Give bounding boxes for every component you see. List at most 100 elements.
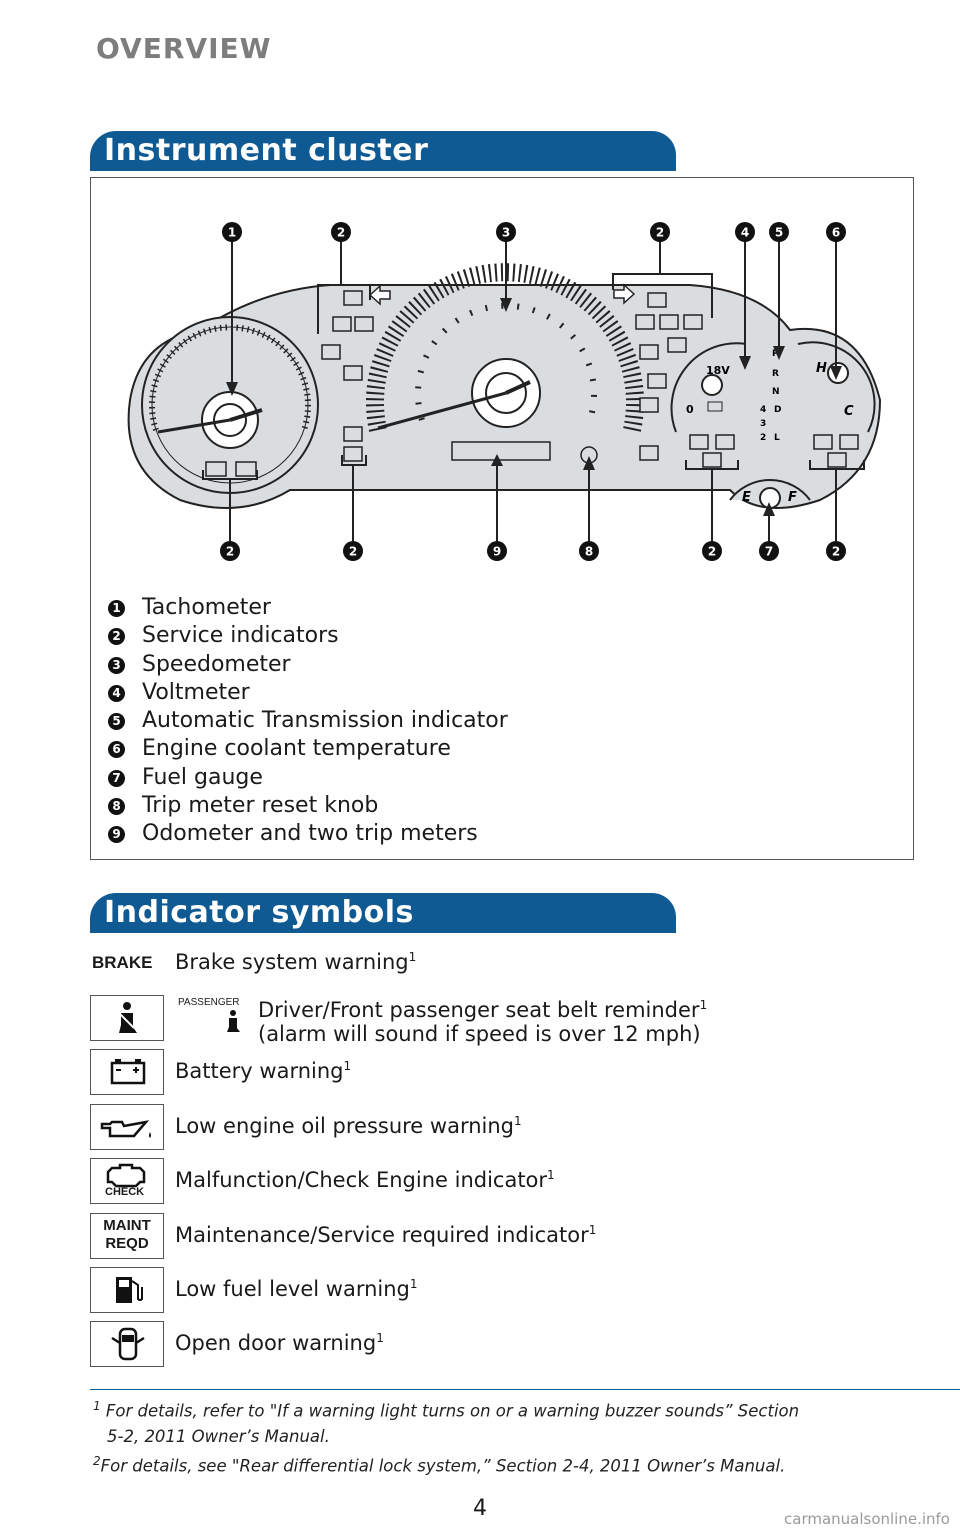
callout-badge-8: 8 (585, 545, 593, 559)
seatbelt-icon (90, 995, 164, 1041)
passenger-icon-text: PASSENGER (178, 997, 240, 1008)
indicator-row-door: Open door warning1 (90, 1321, 890, 1369)
legend-label: Voltmeter (142, 679, 250, 705)
indicator-label: Brake system warning1 (175, 950, 416, 974)
indicator-label-text: Low engine oil pressure warning (175, 1114, 514, 1138)
oil-can-icon (90, 1104, 164, 1150)
indicator-row-battery: Battery warning1 (90, 1049, 890, 1097)
brake-icon: BRAKE (90, 940, 164, 986)
gear-label-p: P (772, 349, 779, 359)
legend-number: 5 (108, 713, 125, 731)
instrument-cluster-diagram: 18V 0 P R N D 4 3 2 L H C E F (127, 222, 882, 561)
callout-badge-3: 3 (502, 226, 510, 240)
footnote-mark: 1 (93, 1399, 101, 1413)
indicator-row-fuel: Low fuel level warning1 (90, 1267, 890, 1315)
fuel-full-label: F (788, 490, 797, 505)
callout-badge-7: 7 (765, 545, 773, 559)
legend-label: Odometer and two trip meters (142, 821, 478, 847)
footnote-ref: 1 (376, 1331, 384, 1345)
legend-number: 1 (108, 600, 125, 617)
section-band-instrument-cluster: Instrument cluster (90, 131, 676, 171)
indicator-label: Open door warning1 (175, 1331, 384, 1355)
callout-badge-2: 2 (337, 226, 345, 240)
callout-badge-2: 2 (349, 545, 357, 559)
service-indicator-lamps (321, 290, 859, 468)
watermark: carmanualsonline.info (784, 1510, 950, 1528)
brake-icon-text: BRAKE (92, 953, 153, 972)
legend-label: Tachometer (142, 595, 271, 620)
volt-max-label: 18V (706, 364, 730, 377)
indicator-label-text: Maintenance/Service required indicator (175, 1223, 589, 1247)
callout-arrowheads (226, 298, 842, 516)
check-icon-text: CHECK (105, 1186, 145, 1198)
gear-label-l: L (774, 433, 780, 443)
section-title: Instrument cluster (104, 133, 429, 168)
indicator-label-text: Battery warning (175, 1059, 344, 1083)
indicator-label-text: Open door warning (175, 1331, 377, 1355)
indicator-row-oil: Low engine oil pressure warning1 (90, 1104, 890, 1152)
tachometer-dial (141, 316, 319, 494)
reqd-icon-text: REQD (105, 1235, 149, 1252)
legend-number: 4 (108, 684, 125, 702)
footnotes: 1 For details, refer to "If a warning li… (93, 1394, 913, 1478)
callout-badge-2: 2 (708, 545, 716, 559)
volt-min-label: 0 (686, 403, 694, 416)
callout-leader-lines (229, 238, 837, 544)
legend-label: Speedometer (142, 651, 291, 677)
gear-label-2: 2 (760, 433, 766, 443)
temp-hot-label: H (816, 361, 827, 376)
passenger-seatbelt-icon: PASSENGER (175, 995, 249, 1041)
fuel-gauge-dial: E F (729, 479, 811, 509)
transmission-indicator: P R N D 4 3 2 L (756, 345, 790, 445)
footnote-ref: 1 (343, 1059, 352, 1073)
check-engine-icon: CHECK (90, 1158, 164, 1204)
odometer-display (451, 441, 551, 461)
legend-number: 7 (108, 769, 125, 787)
indicator-label: Maintenance/Service required indicator1 (175, 1223, 596, 1247)
indicator-label: Low engine oil pressure warning1 (175, 1114, 522, 1138)
footnote-ref: 1 (409, 1277, 418, 1291)
legend-number: 3 (108, 656, 125, 674)
footnote-1-cont: 5-2, 2011 Owner’s Manual. (107, 1426, 330, 1446)
section-title: Indicator symbols (104, 895, 414, 930)
indicator-label-note: (alarm will sound if speed is over 12 mp… (258, 1022, 701, 1046)
indicator-row-check-engine: CHECK Malfunction/Check Engine indicator… (90, 1158, 890, 1206)
footnote-divider (90, 1389, 960, 1390)
legend-label: Trip meter reset knob (142, 793, 379, 819)
footnote-ref: 1 (408, 950, 417, 964)
speedometer-dial (366, 263, 644, 464)
indicator-label-text: Low fuel level warning (175, 1277, 410, 1301)
callout-badge-2: 2 (656, 226, 664, 240)
callout-badge-4: 4 (741, 226, 749, 240)
indicator-label-text: Malfunction/Check Engine indicator (175, 1168, 548, 1192)
callout-badge-9: 9 (493, 545, 501, 559)
fuel-pump-icon (90, 1267, 164, 1313)
legend-number: 8 (108, 798, 125, 816)
indicator-label: Low fuel level warning1 (175, 1277, 418, 1301)
callout-badge-1: 1 (228, 226, 236, 240)
footnote-mark: 2 (93, 1453, 101, 1468)
section-band-indicator-symbols: Indicator symbols (90, 893, 676, 933)
maint-reqd-icon: MAINT REQD (90, 1213, 164, 1259)
indicator-row-maint: MAINT REQD Maintenance/Service required … (90, 1213, 890, 1261)
footnote-1-line1: For details, refer to "If a warning ligh… (105, 1401, 800, 1421)
legend-number: 2 (108, 628, 125, 646)
open-door-icon (90, 1321, 164, 1367)
indicator-label: Malfunction/Check Engine indicator1 (175, 1168, 555, 1192)
gear-label-d: D (774, 405, 781, 415)
callout-number-badges: 1 2 3 2 4 5 6 2 2 9 8 2 7 2 (220, 222, 846, 561)
voltmeter-dial: 18V 0 (670, 342, 747, 433)
legend-number: 9 (108, 826, 125, 844)
temp-cold-label: C (844, 404, 854, 419)
fuel-empty-label: E (742, 490, 751, 505)
callout-badge-2: 2 (226, 545, 234, 559)
footnote-ref: 1 (547, 1168, 555, 1182)
callout-badge-2: 2 (832, 545, 840, 559)
turn-left-arrow-icon (368, 284, 391, 306)
gear-label-r: R (772, 369, 779, 379)
indicator-row-seatbelt: PASSENGER Driver/Front passenger seat be… (90, 993, 890, 1046)
legend-label: Automatic Transmission indicator (142, 708, 508, 734)
indicator-label: Driver/Front passenger seat belt reminde… (258, 993, 707, 1046)
legend-number: 6 (108, 741, 125, 759)
battery-icon (90, 1049, 164, 1095)
